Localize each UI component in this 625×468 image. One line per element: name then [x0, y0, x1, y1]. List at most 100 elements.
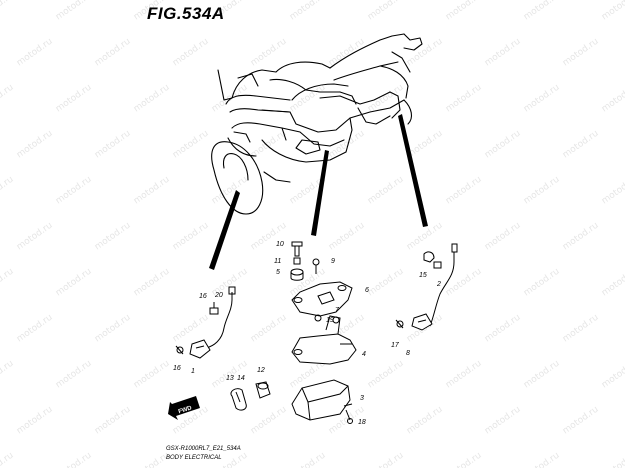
watermark-text: motod.ru [522, 0, 562, 22]
callout-17: 17 [391, 342, 400, 349]
watermark-text: motod.ru [483, 37, 523, 69]
watermark-text: motod.ru [249, 313, 289, 345]
watermark-text: motod.ru [288, 451, 328, 468]
watermark-text: motod.ru [171, 37, 211, 69]
leader-arrows [209, 114, 428, 270]
left-sensor-part [175, 286, 236, 359]
watermark-text: motod.ru [171, 221, 211, 253]
callout-16-left-a: 16 [199, 293, 207, 300]
center-bracket-part [290, 241, 357, 365]
watermark-text: motod.ru [327, 37, 367, 69]
watermark-text: motod.ru [54, 83, 94, 115]
watermark-text: motod.ru [249, 37, 289, 69]
callout-3: 3 [360, 395, 364, 402]
watermark-text: motod.ru [54, 175, 94, 207]
callout-16-left-b: 16 [173, 365, 181, 372]
watermark-text: motod.ru [0, 175, 16, 207]
watermark-text: motod.ru [171, 313, 211, 345]
footer-section-name: BODY ELECTRICAL [166, 455, 222, 461]
callout-20: 20 [214, 292, 223, 299]
callout-19: 19 [326, 317, 334, 324]
watermark-text: motod.ru [483, 405, 523, 437]
watermark-text: motod.ru [15, 405, 55, 437]
watermark-text: motod.ru [132, 175, 172, 207]
callout-9: 9 [331, 258, 335, 265]
watermark-text: motod.ru [15, 313, 55, 345]
watermark-text: motod.ru [0, 83, 16, 115]
callout-8: 8 [406, 350, 410, 357]
watermark-text: motod.ru [600, 83, 625, 115]
watermark-text: motod.ru [93, 37, 133, 69]
watermark-text: motod.ru [444, 0, 484, 22]
watermark-text: motod.ru [54, 451, 94, 468]
watermark-text: motod.ru [171, 129, 211, 161]
fwd-arrow-icon [168, 396, 200, 420]
watermark-text: motod.ru [288, 0, 328, 22]
watermark-text: motod.ru [561, 221, 601, 253]
watermark-text: motod.ru [15, 221, 55, 253]
watermark-text: motod.ru [561, 37, 601, 69]
watermark-text: motod.ru [444, 359, 484, 391]
watermark-text: motod.ru [327, 221, 367, 253]
watermark-text: motod.ru [522, 175, 562, 207]
watermark-text: motod.ru [93, 405, 133, 437]
callout-7: 7 [335, 307, 340, 314]
watermark-text: motod.ru [600, 267, 625, 299]
watermark-text: motod.ru [0, 359, 16, 391]
watermark-text: motod.ru [132, 267, 172, 299]
callout-1: 1 [191, 368, 195, 375]
watermark-text: motod.ru [132, 83, 172, 115]
right-sensor-part [395, 243, 458, 331]
watermark-text: motod.ru [0, 267, 16, 299]
figure-title: FIG.534A [147, 4, 225, 23]
watermark-text: motod.ru [249, 405, 289, 437]
callout-14: 14 [237, 375, 245, 382]
watermark-text: motod.ru [54, 359, 94, 391]
callout-6: 6 [365, 287, 369, 294]
watermark-text: motod.ru [561, 129, 601, 161]
watermark-text: motod.ru [132, 359, 172, 391]
watermark-text: motod.ru [210, 175, 250, 207]
callout-15: 15 [419, 272, 427, 279]
watermark-text: motod.ru [444, 83, 484, 115]
watermark-text: motod.ru [483, 221, 523, 253]
watermark-text: motod.ru [54, 0, 94, 22]
watermark-text: motod.ru [522, 267, 562, 299]
control-unit-part [291, 379, 353, 424]
callout-labels: 1 16 20 16 13 14 12 10 11 5 9 6 7 19 4 3… [173, 241, 441, 426]
watermark-text: motod.ru [600, 451, 625, 468]
watermark-text: motod.ru [405, 37, 445, 69]
watermark-text: motod.ru [522, 451, 562, 468]
watermark-text: motod.ru [444, 451, 484, 468]
watermark-text: motod.ru [366, 267, 406, 299]
watermark-text: motod.ru [366, 0, 406, 22]
watermark-text: motod.ru [15, 37, 55, 69]
watermark-text: motod.ru [444, 267, 484, 299]
callout-13: 13 [226, 375, 234, 382]
watermark-text: motod.ru [561, 405, 601, 437]
watermark-text: motod.ru [93, 129, 133, 161]
watermark-text: motod.ru [0, 451, 16, 468]
watermark-text: motod.ru [93, 221, 133, 253]
watermark-text: motod.ru [405, 405, 445, 437]
callout-12: 12 [257, 367, 265, 374]
callout-2: 2 [436, 281, 441, 288]
watermark-text: motod.ru [522, 359, 562, 391]
watermark-text: motod.ru [15, 129, 55, 161]
callout-11: 11 [274, 258, 281, 265]
clamps-part [230, 381, 271, 411]
watermark-text: motod.ru [366, 175, 406, 207]
watermark-text: motod.ru [522, 83, 562, 115]
watermark-text: motod.ru [483, 313, 523, 345]
motorcycle-illustration [211, 33, 423, 215]
watermark-text: motod.ru [93, 313, 133, 345]
watermark-text: motod.ru [54, 267, 94, 299]
fwd-label: FWD [178, 405, 193, 415]
watermark-text: motod.ru [366, 359, 406, 391]
callout-18: 18 [358, 419, 366, 426]
callout-5: 5 [276, 269, 280, 276]
footer-model-code: GSX-R1000RL7_E21_534A [166, 446, 241, 452]
watermark-text: motod.ru [366, 451, 406, 468]
watermark-text: motod.ru [600, 0, 625, 22]
